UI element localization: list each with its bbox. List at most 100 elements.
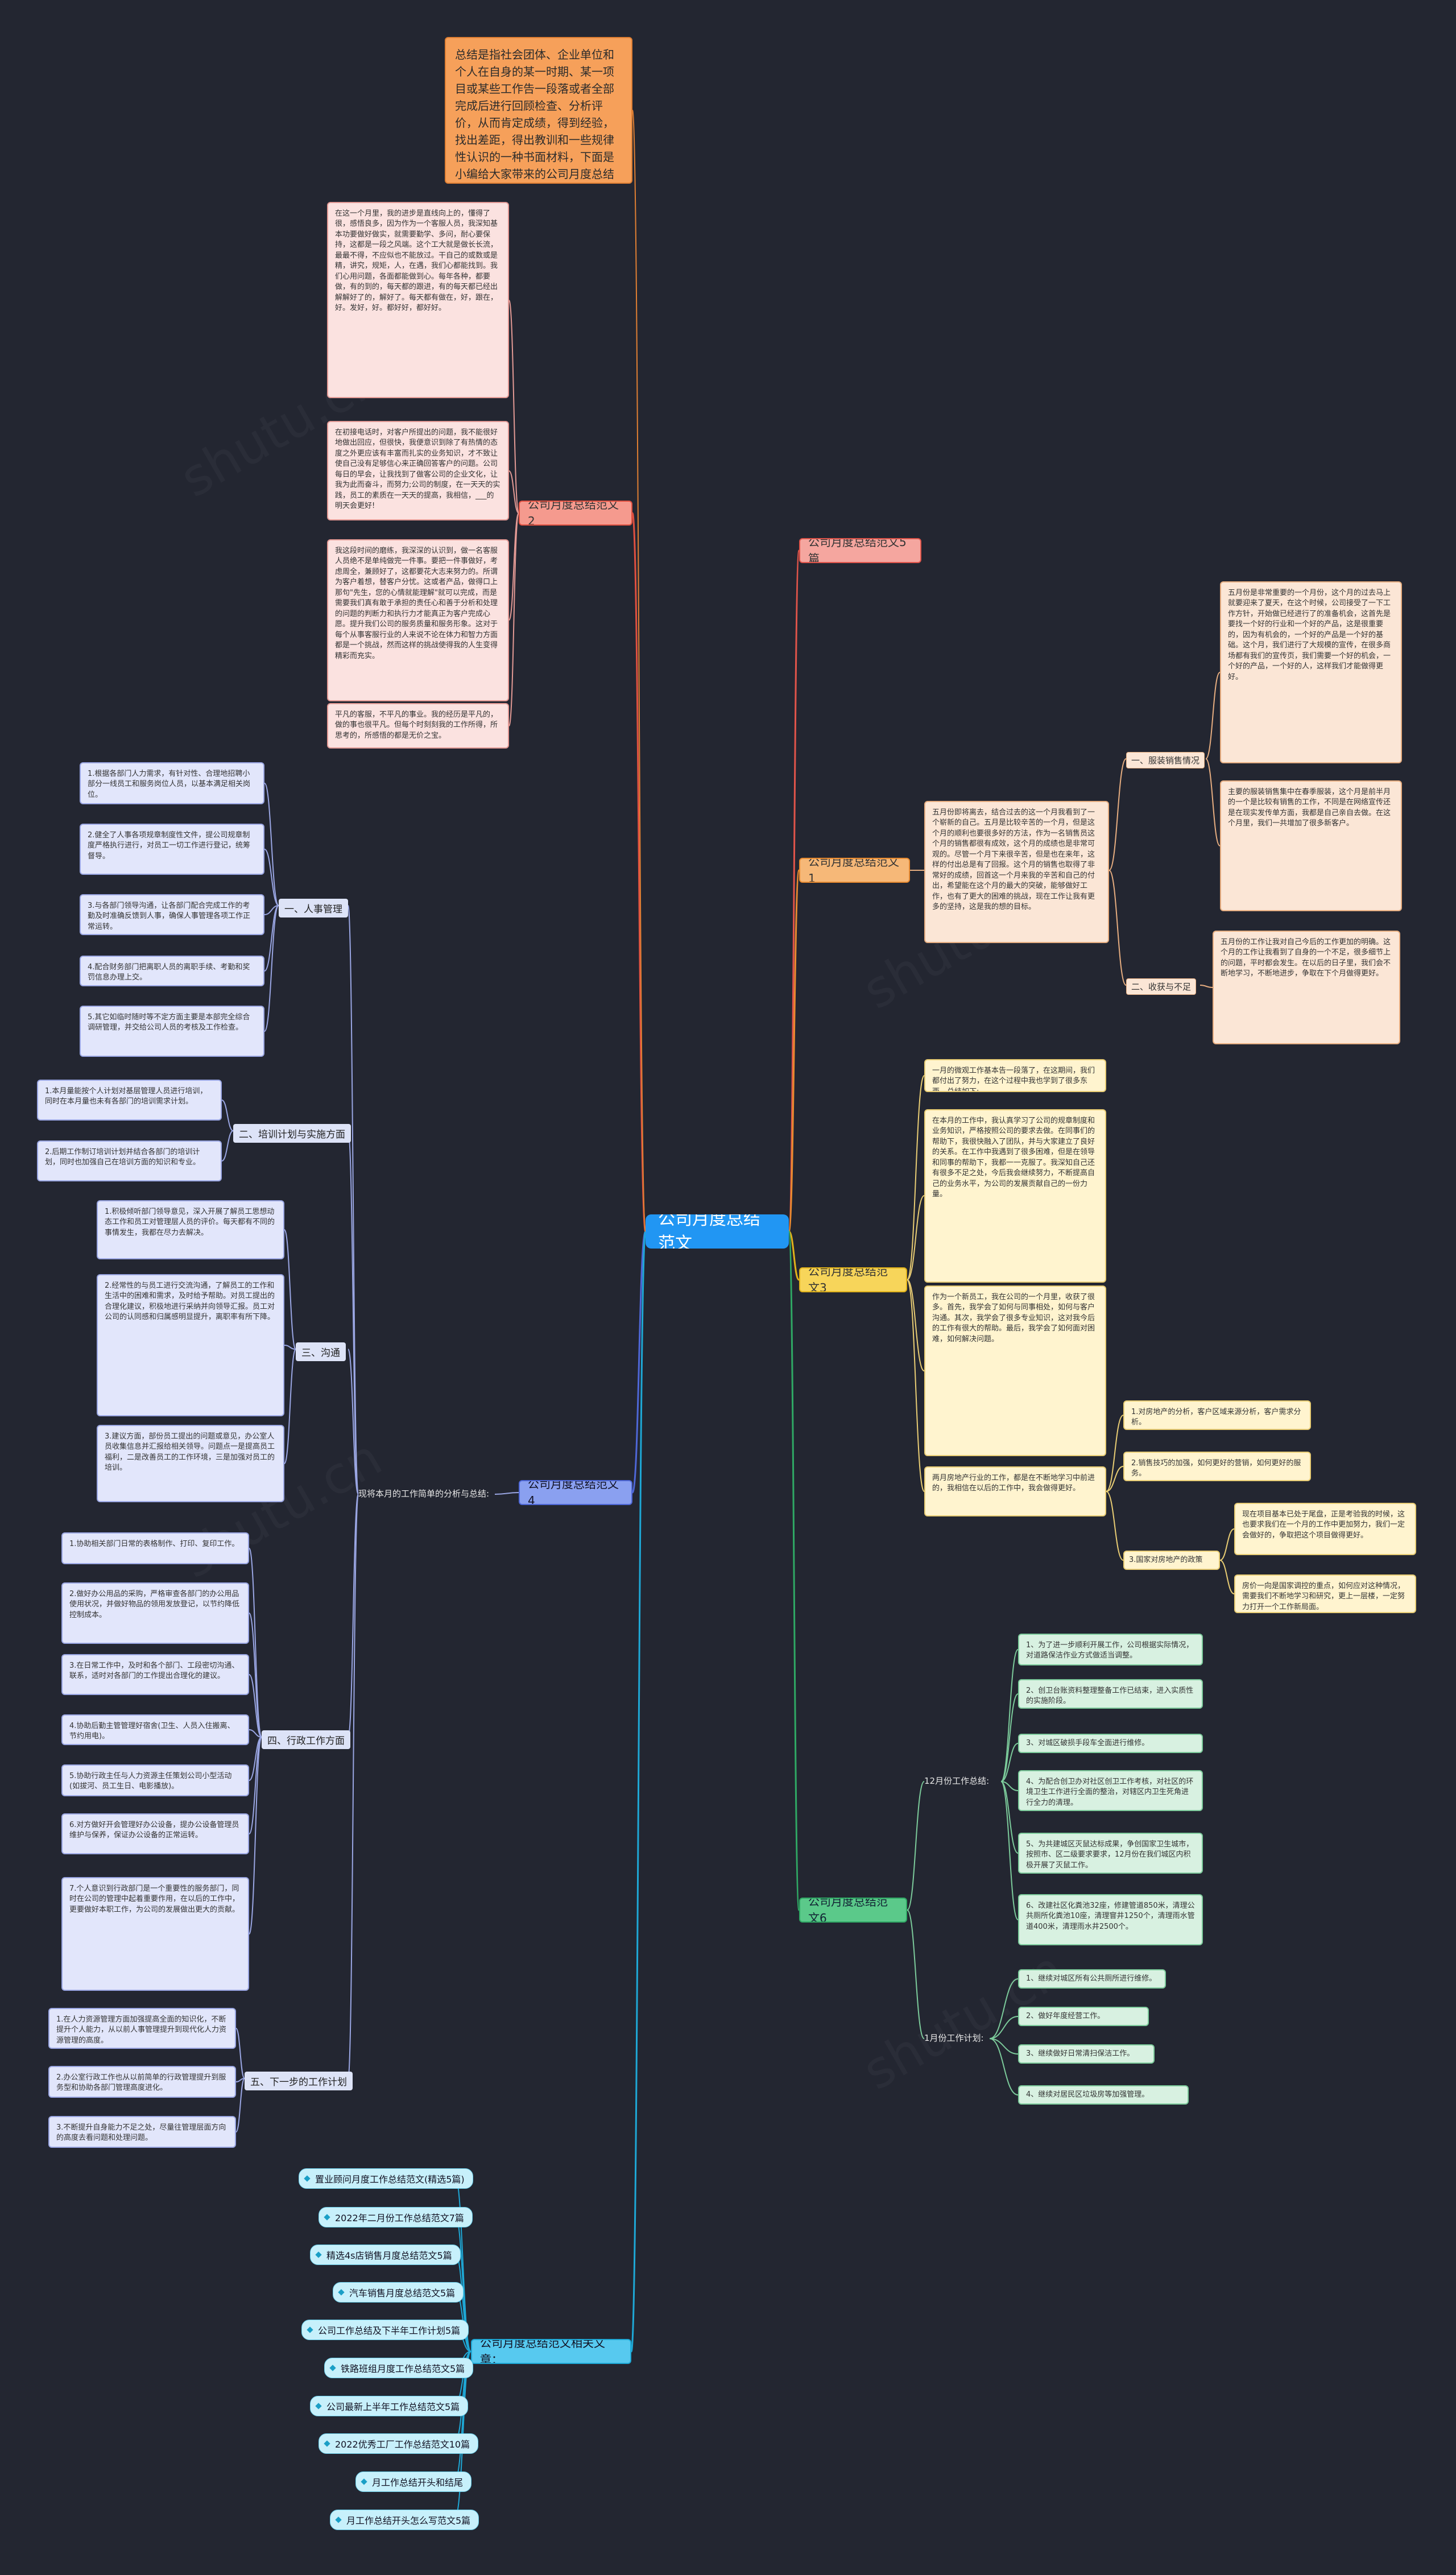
branch-b6[interactable]: 公司月度总结范文6 [799, 1898, 907, 1923]
related-link[interactable]: 2022年二月份工作总结范文7篇 [318, 2207, 473, 2227]
b4-s4-item-7[interactable]: 7.个人意识到行政部门是一个重要性的服务部门，同时在公司的管理中起着重要作用，在… [61, 1877, 249, 1991]
related-link[interactable]: 2022优秀工厂工作总结范文10篇 [318, 2433, 479, 2454]
branch-b4[interactable]: 公司月度总结范文4 [519, 1480, 632, 1505]
b6-group-a-label[interactable]: 12月份工作总结: [924, 1776, 990, 1786]
b4-s3-item-3[interactable]: 3.建议方面，部份员工提出的问题或意见，办公室人员收集信息并汇报给相关领导。问题… [97, 1425, 284, 1502]
center-topic[interactable]: 公司月度总结范文 [646, 1214, 789, 1249]
b3-para-2[interactable]: 在本月的工作中，我认真学习了公司的规章制度和业务知识，严格按照公司的要求去做。在… [924, 1109, 1106, 1283]
connector-line [348, 1349, 359, 1495]
b2-para-1[interactable]: 在这一个月里，我的进步是直线向上的，懂得了很，感悟良多，因为作为一个客服人员，我… [327, 202, 509, 398]
b3-para-4[interactable]: 两月房地产行业的工作，都是在不断地学习中前进的，我相信在以后的工作中，我会做得更… [924, 1466, 1106, 1516]
b1-sub2-label[interactable]: 二、收获与不足 [1126, 978, 1197, 995]
b4-s2-item-2[interactable]: 2.后期工作制订培训计划并结合各部门的培训计划，同时也加强自己在培训方面的知识和… [37, 1140, 222, 1181]
b6-b-item-3[interactable]: 3、继续做好日常清扫保洁工作。 [1018, 2044, 1155, 2064]
b4-s4-item-3[interactable]: 3.在日常工作中，及时和各个部门、工段密切沟通、联系，适时对各部门的工作提出合理… [61, 1654, 249, 1695]
connector-line [788, 1230, 800, 1281]
b3-subtext-1[interactable]: 现在项目基本已处于尾盘，正是考验我的时候，这也要求我们在一个月的工作中更加努力，… [1234, 1503, 1416, 1555]
b6-a-item-1[interactable]: 1、为了进一步顺利开展工作，公司根据实际情况，对道路保洁作业方式做适当调整。 [1018, 1634, 1203, 1665]
connector-line [1205, 672, 1221, 759]
related-link[interactable]: 汽车销售月度总结范文5篇 [333, 2282, 464, 2303]
b1-main-para[interactable]: 五月份即将离去，结合过去的这一个月我看到了一个崭新的自己。五月是比较辛苦的一个月… [924, 801, 1109, 943]
b1-sub1-text-1[interactable]: 五月份是非常重要的一个月份，这个月的过去马上就要迎来了夏天，在这个时候，公司接受… [1220, 581, 1402, 763]
b4-s3-item-1[interactable]: 1.积极倾听部门领导意见，深入开展了解员工思想动态工作和员工对管理层人员的评价。… [97, 1200, 284, 1259]
b3-sub-3[interactable]: 3.国家对房地产的政策 [1123, 1551, 1220, 1570]
b3-subtext-2[interactable]: 房价一向是国家调控的重点，如何应对这种情况，需要我们不断地学习和研究，更上一层楼… [1234, 1574, 1416, 1613]
connector-line [631, 1230, 647, 1494]
connector-line [249, 1729, 262, 1738]
b4-sec-3-label[interactable]: 三、沟通 [296, 1342, 346, 1361]
b3-sub-2[interactable]: 2.销售技巧的加强，如何更好的营销，如何更好的服务。 [1123, 1452, 1311, 1481]
b4-sec-2-label[interactable]: 二、培训计划与实施方面 [233, 1124, 351, 1143]
b4-s4-item-2[interactable]: 2.做好办公用品的采购，严格审查各部门的办公用品使用状况，并做好物品的领用发放登… [61, 1582, 249, 1644]
b6-b-item-2[interactable]: 2、做好年度经营工作。 [1018, 2007, 1149, 2026]
b1-sub2-text[interactable]: 五月份的工作让我对自己今后的工作更加的明确。这个月的工作让我看到了自身的一个不足… [1213, 931, 1400, 1044]
diamond-icon [315, 2403, 322, 2409]
connector-line [264, 905, 279, 915]
connector-line [907, 1279, 925, 1371]
b3-para-3[interactable]: 作为一个新员工，我在公司的一个月里，收获了很多。首先，我学会了如何与同事相处，如… [924, 1286, 1106, 1456]
connector-line [1000, 1781, 1019, 1920]
b4-label[interactable]: 现将本月的工作简单的分析与总结: [358, 1489, 490, 1499]
connector-line [1000, 1781, 1019, 1791]
b4-sec-4-label[interactable]: 四、行政工作方面 [262, 1730, 350, 1749]
branch-b1[interactable]: 公司月度总结范文1 [799, 858, 910, 883]
b4-s4-item-1[interactable]: 1.协助相关部门日常的表格制作、打印、复印工作。 [61, 1532, 249, 1564]
connector-line [348, 1494, 359, 2079]
b4-sec-1-label[interactable]: 一、人事管理 [279, 899, 348, 917]
b4-s5-item-1[interactable]: 1.在人力资源管理方面加强提高全面的知识化，不断提升个人能力，从以前人事管理提升… [48, 2008, 236, 2049]
connector-line [508, 300, 519, 514]
b4-s1-item-1[interactable]: 1.根据各部门人力需求，有针对性、合理地招聘小部分一线员工和服务岗位人员，以基本… [80, 762, 264, 804]
b6-group-b-label[interactable]: 1月份工作计划: [924, 2033, 984, 2043]
b4-sec-5-label[interactable]: 五、下一步的工作计划 [245, 2072, 353, 2090]
b4-s4-item-6[interactable]: 6.对方做好开会管理好办公设备，提办公设备管理员维护与保养，保证办公设备的正常运… [61, 1813, 249, 1854]
diamond-icon [307, 2326, 313, 2333]
connector-line [348, 905, 359, 1495]
b6-b-item-4[interactable]: 4、继续对居民区垃圾房等加强管理。 [1018, 2085, 1189, 2105]
connector-line [989, 2038, 1019, 2095]
b6-a-item-4[interactable]: 4、为配合创卫办对社区创卫工作考核，对社区的环境卫生工作进行全面的整治，对辖区内… [1018, 1770, 1203, 1811]
intro-note[interactable]: 总结是指社会团体、企业单位和个人在自身的某一时期、某一项目或某些工作告一段落或者… [445, 37, 632, 184]
related-link[interactable]: 月工作总结开头怎么写范文5篇 [330, 2510, 479, 2530]
branch-b7[interactable]: 公司月度总结范文相关文章： [471, 2339, 631, 2364]
b1-sub1-label[interactable]: 一、服装销售情况 [1126, 752, 1205, 768]
related-link[interactable]: 月工作总结开头和结尾 [355, 2471, 472, 2492]
b3-sub-1[interactable]: 1.对房地产的分析，客户区域来源分析，客户需求分析。 [1123, 1400, 1311, 1430]
b2-para-3[interactable]: 我这段时间的磨练，我深深的认识到，做一名客服人员绝不是单纯做完一件事。要把一件事… [327, 539, 509, 701]
b6-a-item-6[interactable]: 6、改建社区化粪池32座，修建管道850米，清理公共厕所化粪池10座，清理窨井1… [1018, 1894, 1203, 1945]
connector-line [264, 783, 279, 906]
diamond-icon [338, 2289, 345, 2296]
connector-line [249, 1737, 262, 1781]
b4-s1-item-5[interactable]: 5.其它如临时随时等不定方面主要是本部完全综合调研管理，并交给公司人员的考核及工… [80, 1006, 264, 1057]
b4-s2-item-1[interactable]: 1.本月量能按个人计划对基层管理人员进行培训，同时在本月量也未有各部门的培训需求… [37, 1080, 222, 1121]
branch-b5[interactable]: 公司月度总结范文5篇 [799, 538, 921, 563]
b4-s1-item-3[interactable]: 3.与各部门领导沟通，让各部门配合完成工作的考勤及时准确反馈到人事，确保人事管理… [80, 894, 264, 935]
diamond-icon [324, 2214, 330, 2221]
branch-b3[interactable]: 公司月度总结范文3 [799, 1267, 907, 1292]
connector-line [508, 512, 519, 621]
related-link[interactable]: 精选4s店销售月度总结范文5篇 [310, 2245, 461, 2265]
related-link[interactable]: 铁路班组月度工作总结范文5篇 [324, 2358, 474, 2378]
related-link[interactable]: 置业顾问月度工作总结范文(精选5篇) [299, 2168, 473, 2189]
b4-s4-item-5[interactable]: 5.协助行政主任与人力资源主任策划公司小型活动(如拔河、员工生日、电影播放)。 [61, 1764, 249, 1796]
related-link[interactable]: 公司最新上半年工作总结范文5篇 [310, 2396, 469, 2416]
b6-b-item-1[interactable]: 1、继续对城区所有公共厕所进行维修。 [1018, 1969, 1166, 1989]
b6-a-item-2[interactable]: 2、创卫台账资料整理整备工作已结束，进入实质性的实施阶段。 [1018, 1679, 1203, 1709]
b4-s5-item-3[interactable]: 3.不断提升自身能力不足之处，尽量往管理层面方向的高度去看问题和处理问题。 [48, 2116, 236, 2148]
b4-s1-item-4[interactable]: 4.配合财务部门把离职人员的离职手续、考勤和奖罚信息办理上交。 [80, 956, 264, 986]
b2-para-2[interactable]: 在初接电话时，对客户所提出的问题，我不能很好地做出回应，但很快，我便意识到除了有… [327, 421, 509, 520]
b3-para-1[interactable]: 一月的微观工作基本告一段落了，在这期间，我们都付出了努力，在这个过程中我也学到了… [924, 1059, 1106, 1092]
b4-s4-item-4[interactable]: 4.协助后勤主管管理好宿舍(卫生、人员入住搬离、节约用电)。 [61, 1714, 249, 1745]
b4-s1-item-2[interactable]: 2.健全了人事各项规章制度性文件，提公司规章制度严格执行进行，对员工一切工作进行… [80, 824, 264, 875]
b4-s5-item-2[interactable]: 2.办公室行政工作也从以前简单的行政管理提升到服务型和协助各部门管理高度进化。 [48, 2066, 236, 2098]
b6-a-item-5[interactable]: 5、为共建城区灭鼠达标成果，争创国家卫生城市，按照市、区二级要求要求，12月份在… [1018, 1833, 1203, 1874]
b4-s3-item-2[interactable]: 2.经常性的与员工进行交流沟通，了解员工的工作和生活中的困难和需求，及时给予帮助… [97, 1274, 284, 1416]
b6-a-item-3[interactable]: 3、对城区破损手段车全面进行维修。 [1018, 1734, 1203, 1753]
connector-line [1106, 1466, 1124, 1492]
connector-line [249, 1737, 262, 1935]
connector-line [1000, 1693, 1019, 1782]
related-link[interactable]: 公司工作总结及下半年工作计划5篇 [301, 2320, 469, 2340]
b1-sub1-text-2[interactable]: 主要的服装销售集中在春季服装，这个月是前半月的一个是比较有销售的工作，不同是在网… [1220, 780, 1402, 911]
branch-b2[interactable]: 公司月度总结范文2 [519, 501, 632, 526]
diamond-icon [315, 2251, 322, 2258]
b2-para-4[interactable]: 平凡的客服，不平凡的事业。我的经历是平凡的，做的事也很平凡。但每个时刻刻我的工作… [327, 703, 509, 749]
